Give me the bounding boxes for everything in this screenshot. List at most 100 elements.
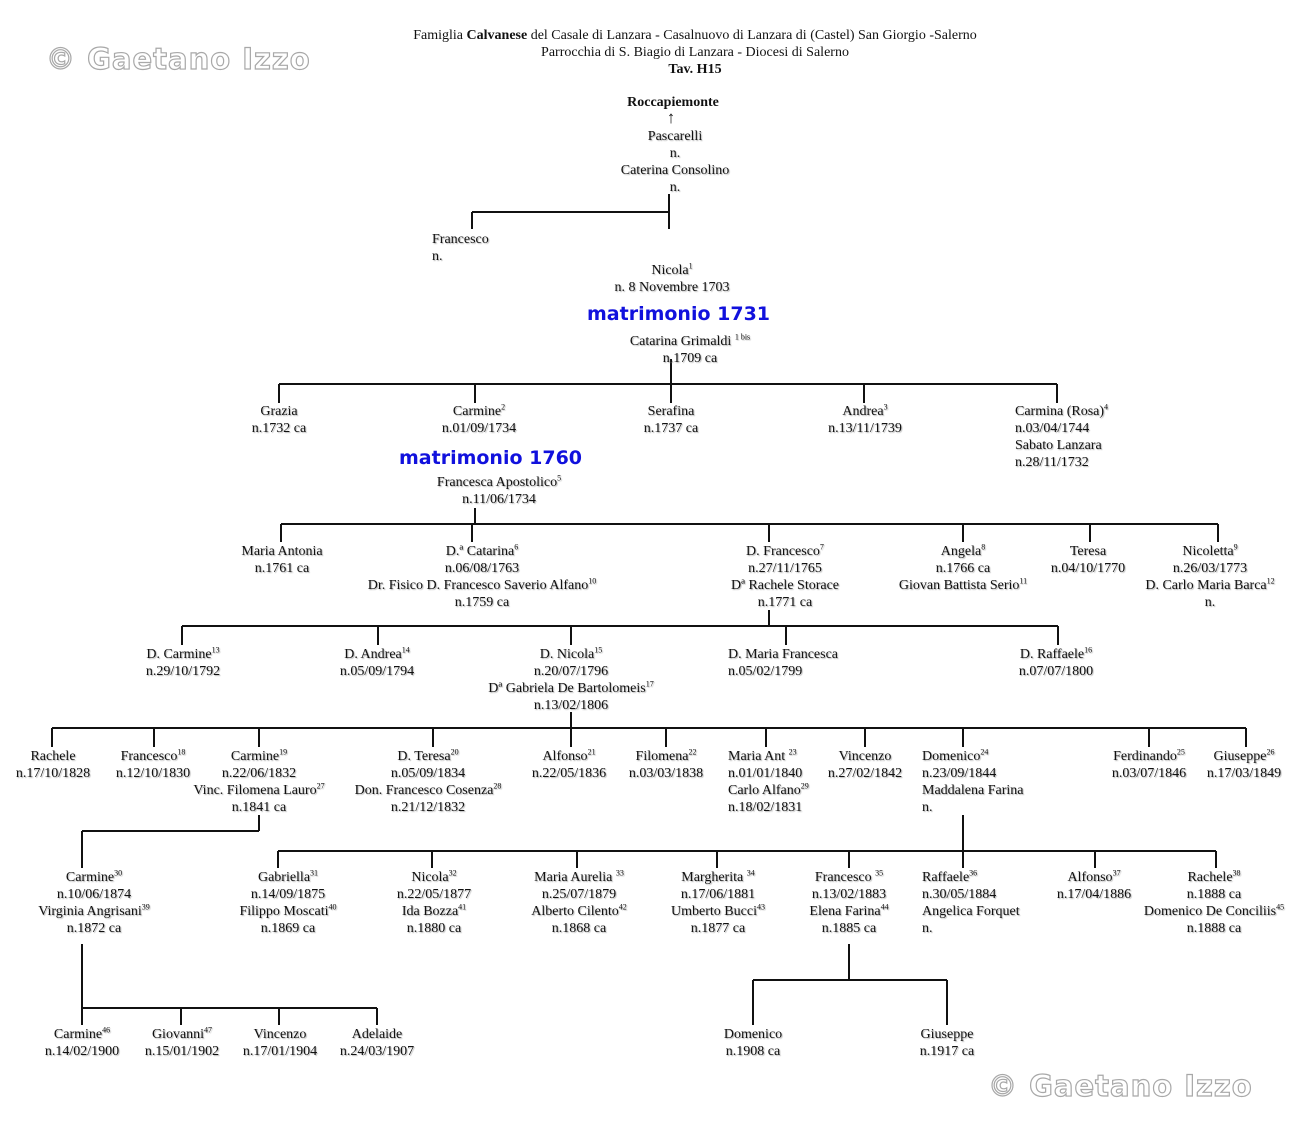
person-text: Vinc. Filomena Lauro — [193, 783, 317, 798]
note-ref: 4 — [1104, 402, 1109, 412]
person-text: Filippo Moscati — [239, 904, 329, 919]
person-line: D. Carmine13 — [146, 646, 220, 663]
person-text: Andrea — [842, 404, 884, 419]
person-text: n.15/01/1902 — [144, 1044, 220, 1059]
person-line: n.17/06/1881 — [671, 886, 765, 903]
person-text: Ferdinando — [1113, 749, 1177, 764]
person-text: n.25/07/1879 — [541, 887, 617, 902]
person-text: n.22/05/1836 — [531, 766, 607, 781]
person-text: D. Maria Francesca — [728, 647, 839, 662]
person-line: Carmine30 — [38, 869, 150, 886]
person-text: n.17/03/1849 — [1206, 766, 1282, 781]
person-text: n.05/02/1799 — [728, 664, 803, 679]
person-text: n.1869 ca — [260, 921, 316, 936]
person-line: D. Andrea14 — [340, 646, 414, 663]
person-text: n.07/07/1800 — [1018, 664, 1094, 679]
person-text: Alberto Cilento — [531, 904, 619, 919]
note-ref: 6 — [514, 542, 519, 552]
person-text: Giuseppe — [1213, 749, 1267, 764]
person-line: n.1732 ca — [252, 420, 306, 437]
person-text: n.18/02/1831 — [728, 800, 803, 815]
person-line: Rachele38 — [1144, 869, 1284, 886]
person-line: Adelaide — [340, 1026, 414, 1043]
connector — [280, 508, 1219, 542]
person-text: n.28/11/1732 — [1015, 455, 1089, 470]
person-line: Vincenzo — [243, 1026, 317, 1043]
marriage-label-1731: matrimonio 1731 — [587, 303, 771, 325]
person-line: Carmine2 — [442, 403, 516, 420]
person-line: Margherita 34 — [671, 869, 765, 886]
note-ref: 47 — [204, 1025, 213, 1035]
person-line: Andrea3 — [828, 403, 902, 420]
person-line: n.17/10/1828 — [16, 765, 90, 782]
person-line: Carmina (Rosa)4 — [1015, 403, 1108, 420]
person-line: n. — [1145, 594, 1274, 611]
person-line: Domenico De Conciliis45 — [1144, 903, 1284, 920]
person-line: Angela8 — [899, 543, 1027, 560]
person-line: n.1908 ca — [724, 1043, 782, 1060]
person-line: Domenico24 — [922, 748, 1023, 765]
header-line2: Parrocchia di S. Biagio di Lanzara - Dio… — [541, 45, 849, 60]
person-line: n.17/03/1849 — [1207, 765, 1281, 782]
person-line: Carmine19 — [193, 748, 324, 765]
person-line: n.1761 ca — [241, 560, 322, 577]
person-text: n.1737 ca — [643, 421, 699, 436]
header-prefix: Famiglia — [413, 28, 467, 43]
person-line: Filomena22 — [629, 748, 703, 765]
person-line: Nicola32 — [397, 869, 471, 886]
person-text: n. — [669, 180, 681, 195]
person-text: Nicoletta — [1182, 544, 1234, 559]
person-line: n.22/05/1877 — [397, 886, 471, 903]
person-line: Catarina Grimaldi 1 bis — [630, 333, 750, 350]
note-ref: 43 — [756, 902, 765, 912]
connector — [471, 194, 670, 229]
note-ref: 17 — [645, 679, 654, 689]
person-text: n.1872 ca — [66, 921, 122, 936]
person-line: Serafina — [644, 403, 698, 420]
person-text: n. — [432, 249, 443, 264]
person-text: n.1766 ca — [935, 561, 991, 576]
person-line: n.03/03/1838 — [629, 765, 703, 782]
person-line: Ferdinando25 — [1112, 748, 1186, 765]
person-line: D. Nicola15 — [488, 646, 653, 663]
person-line: n.17/01/1904 — [243, 1043, 317, 1060]
person-line: Dª Rachele Storace — [731, 577, 839, 594]
note-ref: 12 — [1266, 576, 1275, 586]
note-ref: 3 — [883, 402, 888, 412]
person-text: n.17/10/1828 — [15, 766, 91, 781]
note-ref: 1 bis — [734, 332, 751, 342]
person-line: Giuseppe26 — [1207, 748, 1281, 765]
person-line: n. — [922, 799, 1023, 816]
person-line: Domenico — [724, 1026, 782, 1043]
marriage-label-1760: matrimonio 1760 — [399, 447, 583, 469]
person-line: n. — [432, 248, 489, 265]
watermark-top: © Gaetano Izzo — [45, 41, 311, 76]
person-line: Francesco 35 — [809, 869, 888, 886]
person-line: Alfonso21 — [532, 748, 606, 765]
note-ref: 24 — [980, 747, 989, 757]
person-text: Maddalena Farina — [922, 783, 1024, 798]
person-text: Teresa — [1069, 544, 1107, 559]
connector — [752, 944, 948, 1025]
person-line: n.25/07/1879 — [531, 886, 627, 903]
person-line: n.13/02/1806 — [488, 697, 653, 714]
person-text: n.1888 ca — [1186, 921, 1242, 936]
person-line: n.1766 ca — [899, 560, 1027, 577]
note-ref: 46 — [102, 1025, 111, 1035]
person-line: n.13/02/1883 — [809, 886, 888, 903]
person-line: n.1869 ca — [239, 920, 336, 937]
person-text: Vincenzo — [838, 749, 892, 764]
